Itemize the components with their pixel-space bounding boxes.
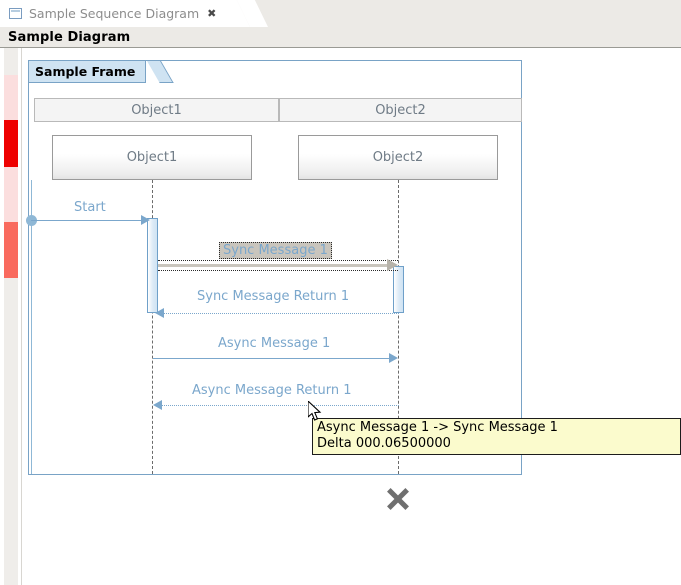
diagram-tab-icon [9, 8, 22, 19]
lifeline-object2[interactable] [398, 180, 399, 474]
marker-light-1[interactable] [4, 75, 18, 120]
diagram-canvas[interactable]: Sample Frame Object1 Object2 Object1 Obj… [0, 48, 681, 585]
arrowhead-async-message-return-1 [153, 400, 162, 410]
marker-light-2[interactable] [4, 167, 18, 222]
lifeline-object1[interactable] [152, 180, 153, 474]
message-line-async-message-return-1[interactable] [157, 405, 399, 406]
frame-label: Sample Frame [29, 61, 147, 83]
message-label-async-message-1[interactable]: Async Message 1 [218, 336, 331, 351]
arrowhead-sync-message-1 [387, 259, 398, 271]
diagram-title-bar: Sample Diagram [0, 27, 681, 48]
message-line-start[interactable] [31, 220, 147, 221]
lifeline-box-object2[interactable]: Object2 [298, 135, 498, 180]
close-icon[interactable]: ✖ [207, 7, 217, 20]
message-label-sync-message-return-1[interactable]: Sync Message Return 1 [197, 289, 350, 304]
sequence-frame[interactable]: Sample Frame Object1 Object2 Object1 Obj… [26, 60, 522, 475]
arrowhead-async-message-1 [389, 353, 398, 363]
start-vertical-line [31, 180, 32, 474]
object-header-2[interactable]: Object2 [279, 98, 522, 122]
lifeline-box-object1[interactable]: Object1 [52, 135, 252, 180]
arrowhead-sync-message-return-1 [155, 308, 164, 318]
activation-bar-object1[interactable] [147, 218, 158, 313]
editor-tab-bar: Sample Sequence Diagram ✖ [0, 0, 681, 27]
tooltip: Async Message 1 -> Sync Message 1 Delta … [312, 418, 681, 455]
frame-label-corner [147, 61, 174, 83]
selection-dots-bottom [158, 270, 398, 271]
marker-column[interactable] [0, 48, 22, 585]
activation-bar-object2[interactable] [393, 266, 404, 313]
page-title: Sample Diagram [8, 30, 131, 45]
marker-strong-1[interactable] [4, 120, 18, 167]
tooltip-line-1: Async Message 1 -> Sync Message 1 [317, 420, 558, 435]
tab-sample-sequence-diagram[interactable]: Sample Sequence Diagram ✖ [0, 0, 250, 27]
destroy-x-icon[interactable] [385, 486, 411, 512]
tooltip-line-2: Delta 000.06500000 [317, 436, 451, 451]
object-header-1[interactable]: Object1 [34, 98, 279, 122]
message-line-async-message-1[interactable] [153, 358, 393, 359]
marker-strong-2[interactable] [4, 222, 18, 278]
message-label-sync-message-1[interactable]: Sync Message 1 [219, 242, 332, 259]
tab-label: Sample Sequence Diagram [29, 6, 200, 21]
selection-dots-top [158, 260, 398, 261]
message-label-async-message-return-1[interactable]: Async Message Return 1 [192, 383, 352, 398]
message-line-sync-message-1[interactable] [158, 264, 394, 267]
message-line-sync-message-return-1[interactable] [159, 313, 399, 314]
arrowhead-start [141, 215, 150, 225]
mouse-cursor [308, 401, 322, 421]
message-label-start[interactable]: Start [74, 200, 106, 215]
